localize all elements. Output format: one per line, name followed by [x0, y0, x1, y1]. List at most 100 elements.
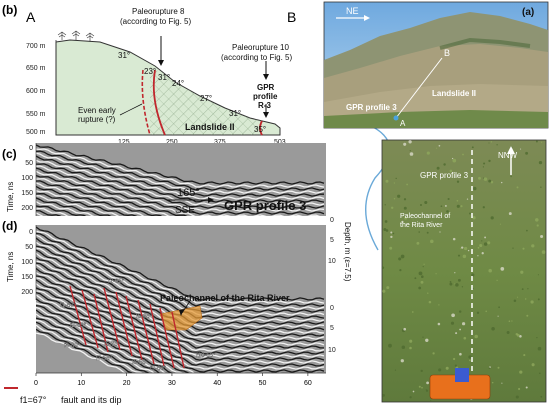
- paleorupture-10-ref: (according to Fig. 5): [221, 53, 292, 62]
- b-xtick-0: 125: [118, 139, 130, 146]
- panel-a-tag: (a): [522, 7, 534, 18]
- point-a-label: A: [26, 9, 36, 25]
- fault-label-7: f8-50°: [132, 360, 149, 366]
- depth-axis-label: Depth, m (ε=7.5): [343, 222, 352, 282]
- b-xtick-2: 375: [214, 139, 226, 146]
- landslide-label: Landslide II: [185, 122, 235, 132]
- paleochannel-label: Paleochannel of the Rita River: [160, 293, 290, 303]
- fault-label-3: f4-80°: [64, 343, 81, 349]
- d-ytick-4: 200: [21, 289, 33, 296]
- angle-6: 35°: [254, 125, 266, 134]
- depth-top-1: 5: [330, 237, 334, 244]
- c-ytick-4: 200: [21, 205, 33, 212]
- b-xtick-1: 250: [166, 139, 178, 146]
- photo-lower-channel-line2: the Rita River: [400, 222, 443, 229]
- paleorupture-10-title: Paleorupture 10: [232, 43, 289, 52]
- panel-c: (c) Time, ns 0 50 100 150 200 165° SSE G…: [2, 143, 326, 216]
- panel-d-tag: (d): [2, 219, 17, 233]
- photo-point-a: A: [400, 119, 406, 128]
- depth-top-0: 0: [330, 217, 334, 224]
- d-ytick-1: 50: [25, 244, 33, 251]
- d-xtick-5: 50: [259, 380, 267, 387]
- angle-0: 31°: [118, 51, 130, 60]
- d-y-label: Time, ns: [6, 252, 15, 282]
- photo-connector: [361, 121, 391, 251]
- gpr-label-2: profile: [253, 92, 278, 101]
- d-xtick-2: 20: [123, 380, 131, 387]
- paleorupture-8-line: [152, 69, 166, 136]
- d-xtick-6: 60: [304, 380, 312, 387]
- fault-label-1: f2-65°: [108, 279, 125, 285]
- fault-label-5: f6-65°: [136, 314, 153, 320]
- d-xtick-4: 40: [213, 380, 221, 387]
- b-ytick-3: 550 m: [26, 111, 46, 118]
- direction-label: SSE: [175, 205, 195, 216]
- panel-c-tag: (c): [2, 147, 17, 161]
- depth-bottom-2: 10: [328, 347, 336, 354]
- legend-text: fault and its dip: [61, 395, 122, 405]
- b-ytick-4: 500 m: [26, 129, 46, 136]
- c-ytick-1: 50: [25, 160, 33, 167]
- compass-ne: NE: [346, 6, 359, 16]
- photo-point-b: B: [444, 48, 450, 58]
- angle-4: 27°: [200, 94, 212, 103]
- c-ytick-3: 150: [21, 190, 33, 197]
- panel-lower-photo: NNW GPR profile 3 Paleochannel of the Ri…: [381, 139, 547, 403]
- d-xtick-3: 30: [168, 380, 176, 387]
- d-ytick-0: 0: [29, 229, 33, 236]
- direction-degrees: 165°: [177, 187, 200, 199]
- d-xtick-1: 10: [77, 380, 85, 387]
- paleorupture-8-title: Paleorupture 8: [132, 7, 185, 16]
- depth-top-2: 10: [328, 258, 336, 265]
- panel-d: (d) Time, ns 0 50 100 150 200 Paleochann…: [2, 217, 352, 405]
- paleorupture-10-line: [259, 120, 263, 136]
- fault-label-8: f9-65°: [150, 366, 167, 372]
- gpr-antenna: [455, 368, 469, 382]
- photo-a-gpr-label: GPR profile 3: [346, 103, 397, 112]
- tree-icons: [57, 30, 95, 42]
- angle-5: 31°: [229, 109, 241, 118]
- b-ytick-1: 650 m: [26, 65, 46, 72]
- depth-bottom-1: 5: [330, 325, 334, 332]
- angle-1: 23°: [144, 67, 156, 76]
- depth-bottom-0: 0: [330, 305, 334, 312]
- d-x-axis: 0 10 20 30 40 50 60: [34, 373, 312, 387]
- early-rupture-line: [141, 69, 151, 136]
- panel-b: (b) A B 700 m 650 m 600 m 550 m 500 m 12…: [2, 3, 296, 146]
- early-rupture-line2: rupture (?): [78, 115, 116, 124]
- gpr-profile-title: GPR profile 3: [224, 198, 306, 213]
- legend-sample: f1=67°: [20, 395, 47, 405]
- panel-b-tag: (b): [2, 3, 17, 17]
- fault-label-9: f10-65°: [196, 353, 216, 359]
- d-xtick-0: 0: [34, 380, 38, 387]
- radargram-c: [36, 143, 326, 216]
- fault-label-6: f7-55°: [96, 356, 113, 362]
- paleorupture-8-ref: (according to Fig. 5): [120, 17, 191, 26]
- c-ytick-2: 100: [21, 175, 33, 182]
- b-xtick-3: 503: [274, 139, 286, 146]
- c-y-label: Time, ns: [6, 182, 15, 212]
- angle-3: 24°: [172, 79, 184, 88]
- point-b-label: B: [287, 9, 296, 25]
- photo-a-landslide-label: Landslide II: [432, 89, 476, 98]
- b-ytick-2: 600 m: [26, 88, 46, 95]
- d-ytick-3: 150: [21, 274, 33, 281]
- fault-lines: [69, 285, 185, 369]
- panel-a-photo: (a) NE B A GPR profile 3 Landslide II: [323, 1, 549, 129]
- d-ytick-2: 100: [21, 259, 33, 266]
- early-rupture-line1: Even early: [78, 106, 116, 115]
- b-ytick-0: 700 m: [26, 43, 46, 50]
- c-ytick-0: 0: [29, 145, 33, 152]
- fault-label-4: f5-70°: [104, 342, 121, 348]
- angle-2: 31°: [158, 73, 170, 82]
- photo-lower-gpr-label: GPR profile 3: [420, 171, 469, 180]
- photo-lower-channel-line1: Paleochannel of: [400, 213, 450, 220]
- fault-label-2: f3-65°: [70, 323, 87, 329]
- gpr-label-3: R-3: [258, 101, 271, 110]
- gpr-label-1: GPR: [257, 83, 275, 92]
- fault-label-0: f1-67°: [60, 303, 77, 309]
- compass-nnw: NNW: [498, 151, 518, 160]
- landslide-hatch-cross: [150, 66, 262, 135]
